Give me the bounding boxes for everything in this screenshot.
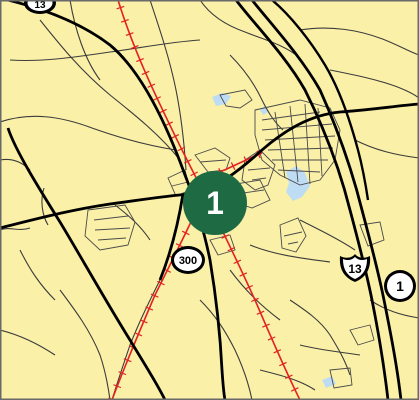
route-shield-state-1: 1 <box>384 270 416 302</box>
route-shield-label: 13 <box>34 0 46 11</box>
location-marker[interactable]: 1 <box>182 170 248 236</box>
route-shield-us-13: 13 <box>339 254 371 282</box>
route-shield-top-left: 13 <box>24 0 56 14</box>
route-shield-label: 1 <box>396 278 404 294</box>
location-marker-label: 1 <box>206 185 224 221</box>
route-shield-label: 300 <box>179 255 197 267</box>
route-shield-300: 300 <box>171 246 205 274</box>
route-shield-label: 13 <box>348 262 362 276</box>
